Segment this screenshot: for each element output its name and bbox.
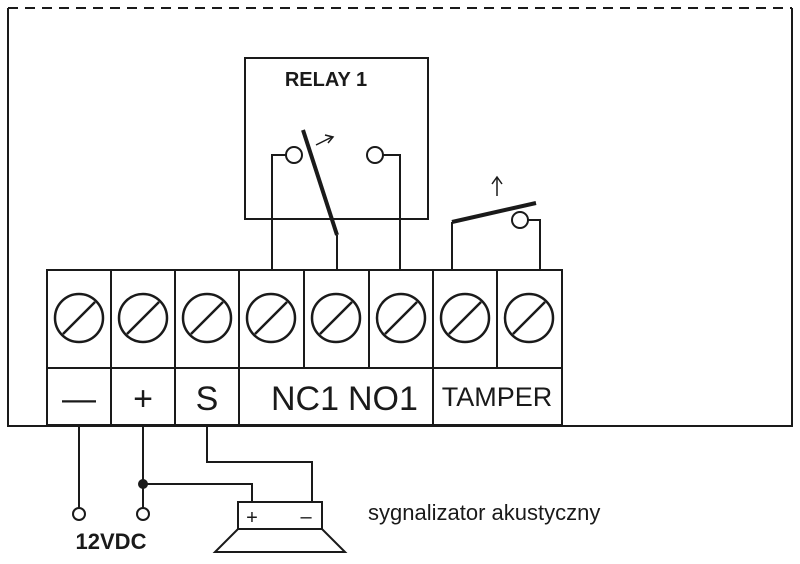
relay-common-contact	[285, 146, 303, 164]
buzzer-label: sygnalizator akustyczny	[368, 500, 600, 525]
screw-icon	[117, 292, 169, 344]
power-terminal-plus	[136, 507, 150, 521]
terminal-label-s: S	[196, 380, 219, 418]
screw-icon	[503, 292, 555, 344]
wire-no1	[383, 154, 401, 270]
terminal-block: — + S NC1 NO1 TAMPER	[46, 269, 563, 426]
terminal-label-no1: NO1	[348, 380, 418, 418]
tamper-up-arrow-icon	[491, 175, 503, 196]
relay-box	[244, 57, 429, 220]
relay-wiper	[301, 129, 339, 236]
screw-icon	[310, 292, 362, 344]
external-wiring	[78, 426, 313, 508]
screw-icon	[375, 292, 427, 344]
screw-icon	[439, 292, 491, 344]
terminal-dividers	[47, 270, 562, 425]
terminal-label-tamper: TAMPER	[442, 382, 553, 412]
screw-icon	[53, 292, 105, 344]
terminal-label-minus: —	[62, 380, 96, 418]
relay-no-contact	[366, 146, 384, 164]
relay-arrow-icon	[315, 134, 335, 146]
speaker-icon	[212, 528, 348, 553]
terminal-label-plus: +	[133, 380, 153, 418]
buzzer: + –	[212, 501, 348, 553]
junction-dot	[138, 479, 148, 489]
terminal-screws	[53, 292, 555, 344]
power-terminal-minus	[72, 507, 86, 521]
relay-1: RELAY 1	[244, 57, 429, 270]
relay-title: RELAY 1	[285, 69, 367, 91]
buzzer-plus-label: +	[246, 507, 258, 529]
power-label: 12VDC	[76, 529, 147, 554]
screw-icon	[181, 292, 233, 344]
tamper-switch	[451, 175, 541, 270]
wire-s-to-buzzer	[206, 426, 313, 502]
terminal-label-nc1: NC1	[271, 380, 339, 418]
tamper-lever	[451, 201, 537, 224]
tamper-wire-right	[528, 219, 541, 270]
wire-nc1	[271, 154, 286, 270]
screw-icon	[245, 292, 297, 344]
tamper-contact	[511, 211, 529, 229]
buzzer-minus-label: –	[300, 506, 312, 528]
wire-plus-to-buzzer	[143, 483, 253, 502]
